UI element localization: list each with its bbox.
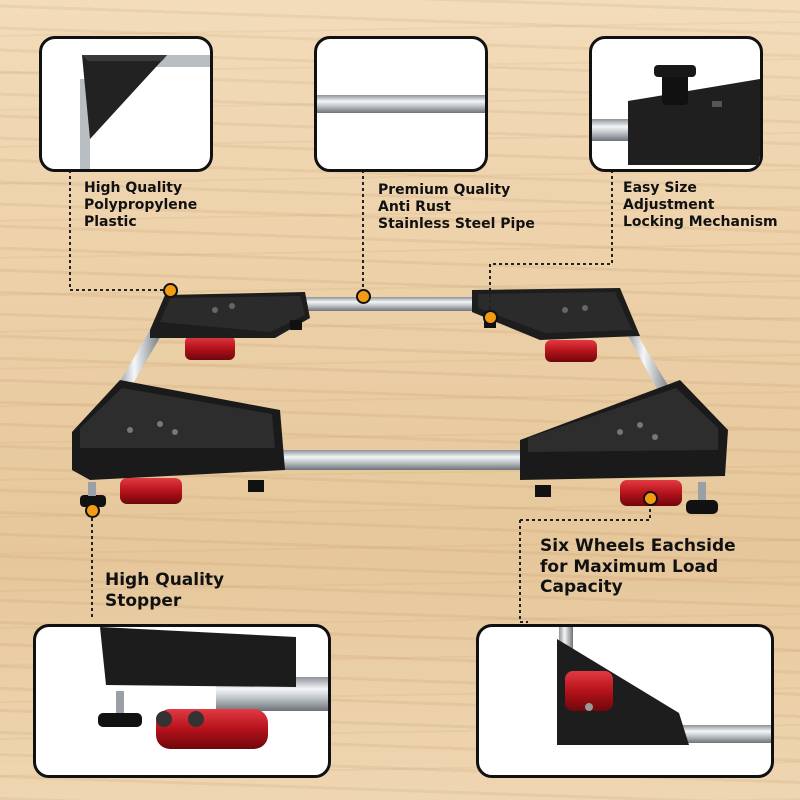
corner-front-left — [72, 380, 285, 507]
corner-back-right — [472, 288, 640, 362]
inset-stopper — [33, 624, 331, 778]
steel-pipe-back — [300, 297, 480, 311]
locking-knob-icon — [592, 65, 760, 165]
plastic-corner-icon — [80, 55, 210, 169]
corner-front-right — [520, 380, 728, 514]
inset-locking — [589, 36, 763, 172]
callout-dot-stopper — [85, 503, 100, 518]
callout-dot-wheels — [643, 491, 658, 506]
label-locking: Easy Size Adjustment Locking Mechanism — [623, 180, 778, 231]
callout-dot-steel-pipe — [356, 289, 371, 304]
callout-dot-polypropylene — [163, 283, 178, 298]
steel-pipe-icon — [317, 95, 485, 113]
stopper-foot-icon — [98, 627, 328, 749]
callout-dot-locking — [483, 310, 498, 325]
inset-steel-pipe — [314, 36, 488, 172]
corner-back-left — [150, 292, 310, 360]
red-wheels-icon — [557, 627, 771, 745]
inset-wheels — [476, 624, 774, 778]
label-polypropylene: High Quality Polypropylene Plastic — [84, 180, 198, 231]
steel-pipe-right — [625, 330, 672, 395]
inset-polypropylene — [39, 36, 213, 172]
steel-pipe-front — [280, 450, 530, 470]
label-wheels: Six Wheels Eachside for Maximum Load Cap… — [540, 536, 736, 598]
steel-pipe-left — [116, 330, 162, 392]
label-steel-pipe: Premium Quality Anti Rust Stainless Stee… — [378, 182, 535, 233]
label-stopper: High Quality Stopper — [105, 570, 225, 611]
